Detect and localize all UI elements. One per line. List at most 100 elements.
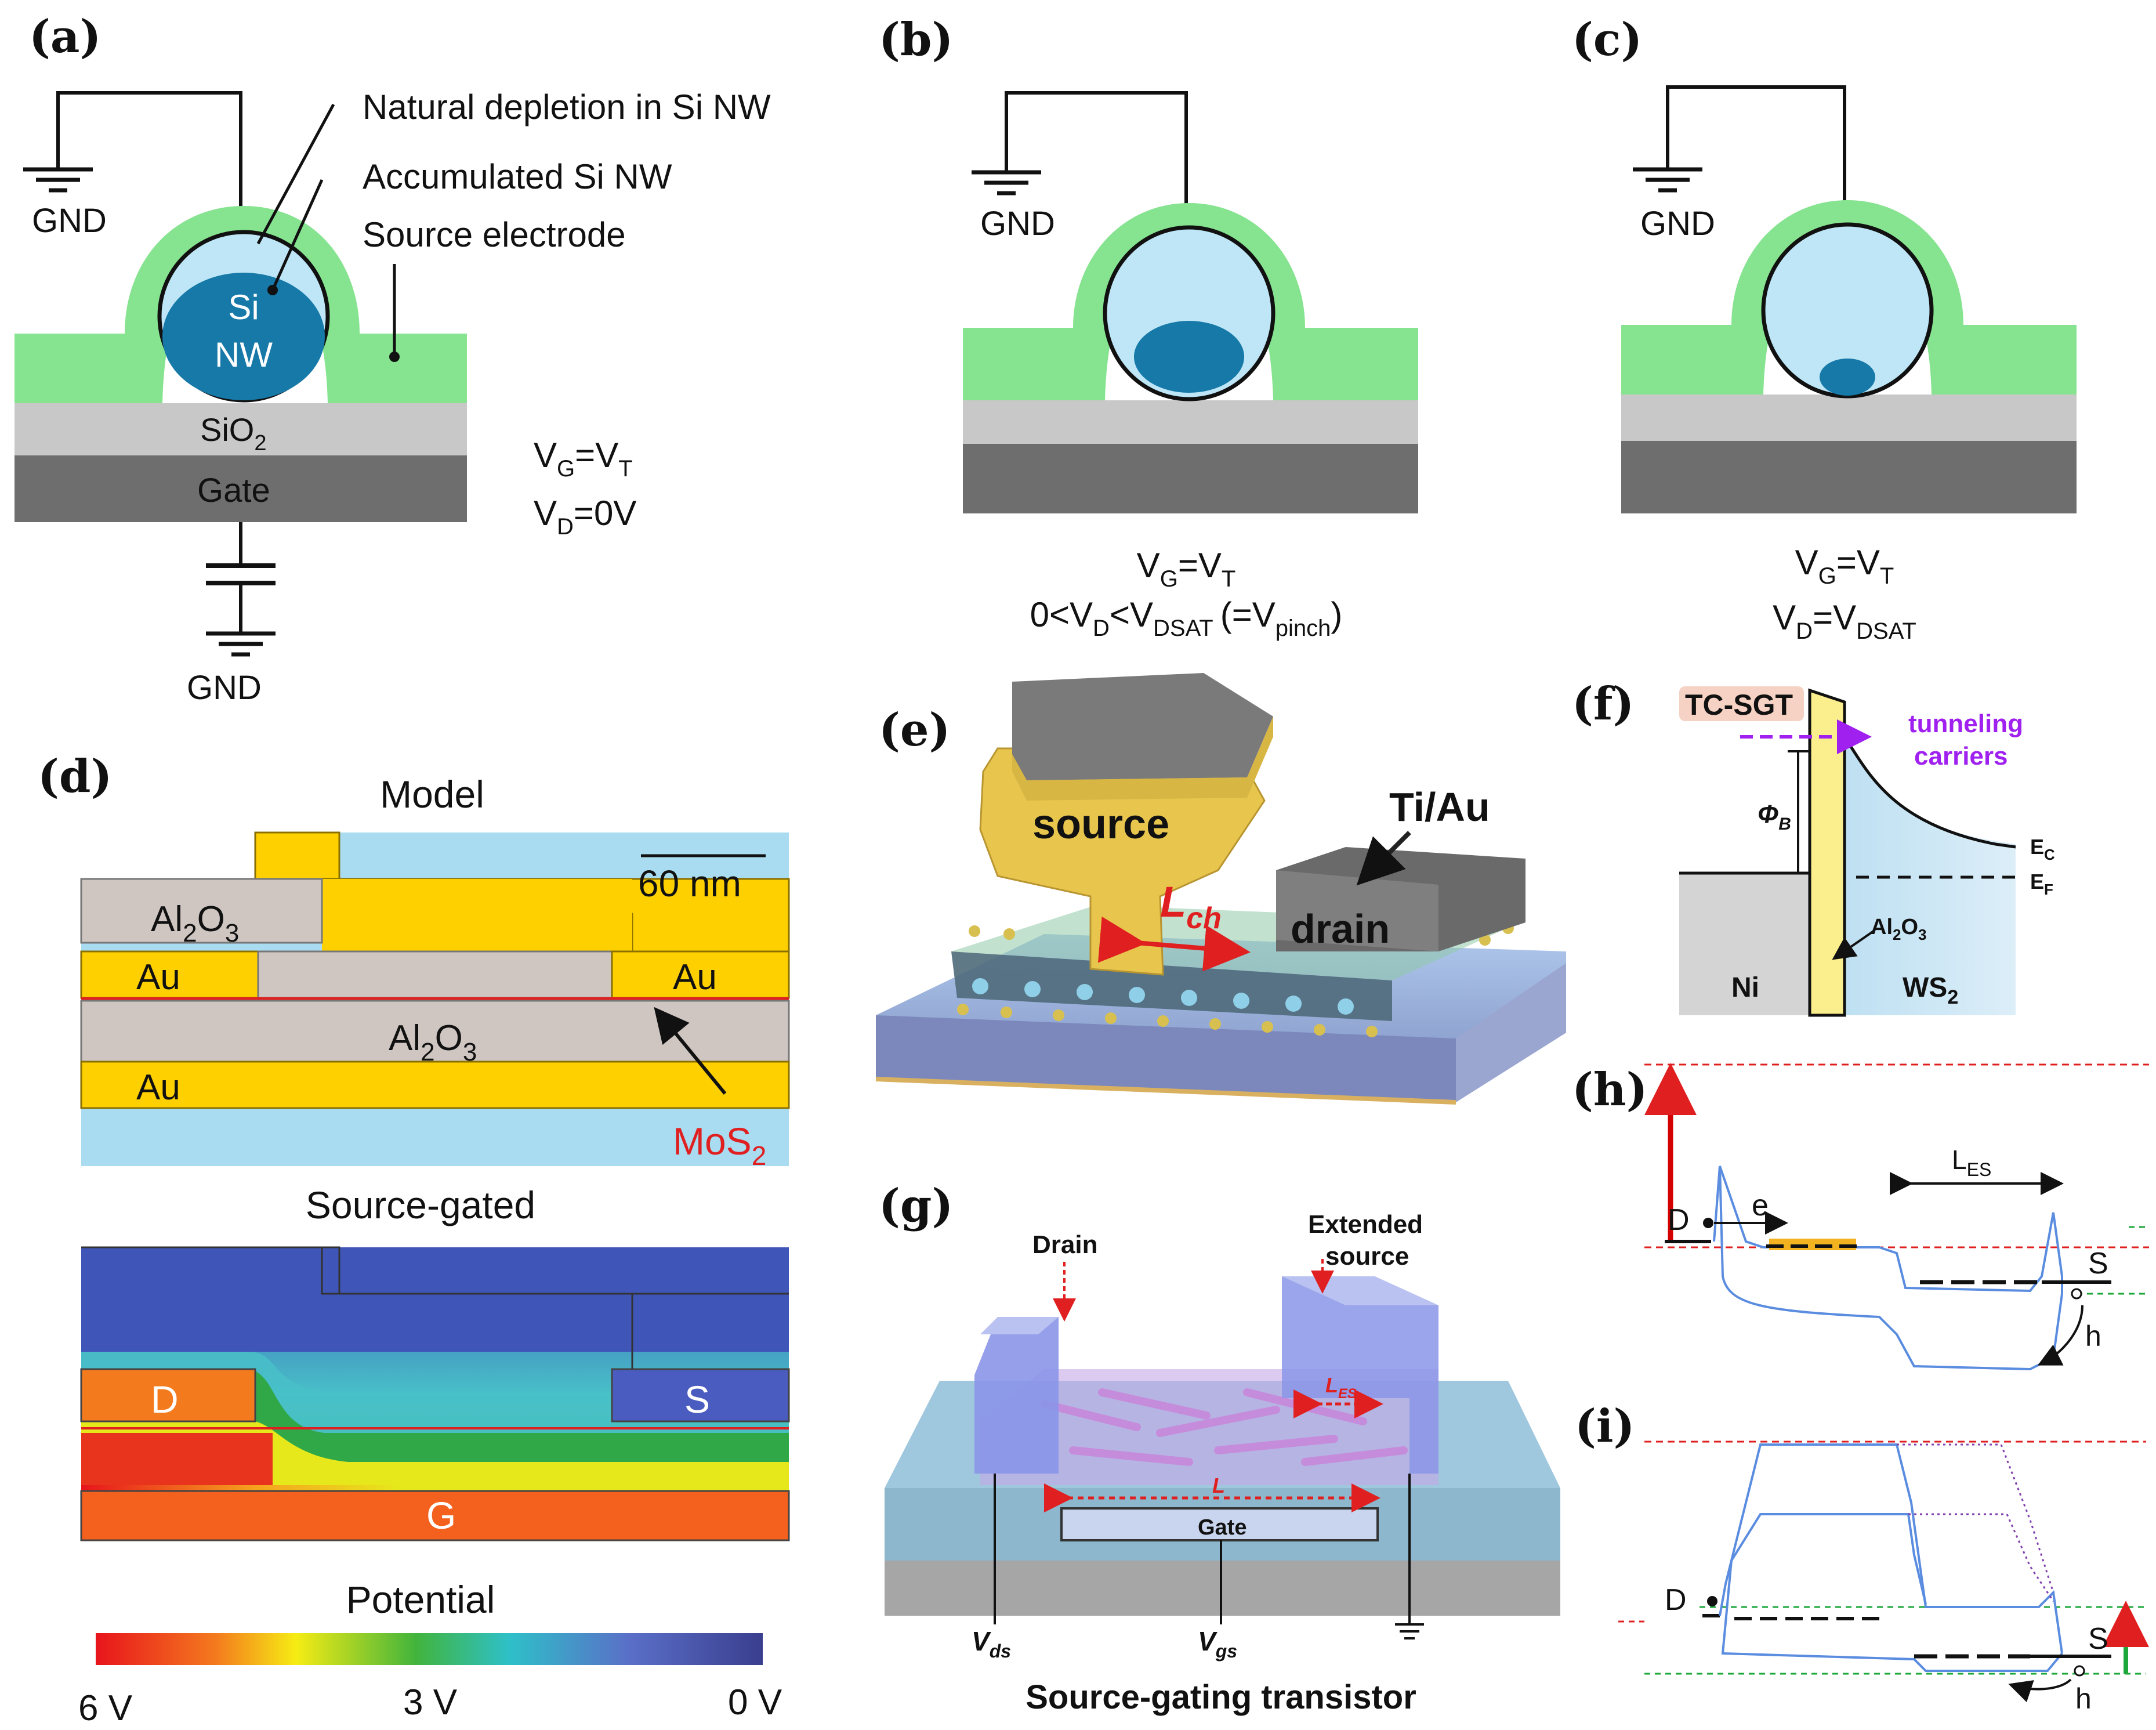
panel-f: (f) TC-SGT tunneling carriers ΦB EC EF A… [1572, 678, 2055, 1017]
channel-length-label: Lch [1160, 878, 1222, 935]
extended-source-label-2: source [1325, 1242, 1409, 1271]
extended-length-label: LES [1952, 1145, 1991, 1180]
vgs-label: Vgs [1198, 1626, 1237, 1662]
ec-label: EC [2030, 835, 2055, 863]
ti-au-label: Ti/Au [1389, 784, 1490, 830]
ws2-label: WS2 [1903, 972, 1958, 1008]
si-nanowire [1761, 222, 1934, 399]
sim-source-label: S [684, 1378, 710, 1421]
vd-condition: VD=0V [534, 494, 636, 540]
gate-substrate [885, 1561, 1560, 1616]
vd-condition: 0<VD<VDSAT(=Vpinch) [1030, 595, 1343, 641]
al2o3-top-label: Al2O3 [151, 899, 239, 947]
hole-label: h [2085, 1320, 2101, 1352]
source-gated-title: Source-gated [306, 1184, 535, 1226]
sio2-layer [15, 403, 467, 455]
panel-d: (d) Model Al2O3 Au Au Al2O3 Au 60 nm MoS… [38, 750, 790, 1728]
accumulated-region [1820, 359, 1875, 396]
tc-sgt-badge [1679, 686, 1804, 721]
shifted-band-top [1897, 1443, 2054, 1593]
vg-condition: VG=VT [534, 436, 633, 482]
si-nw-label-line2: NW [215, 335, 273, 374]
source-pad-top [1012, 673, 1273, 780]
drain-block [974, 1317, 1059, 1474]
gnd-label-bottom: GND [187, 669, 262, 707]
model-title: Model [380, 773, 484, 816]
ni-region [1679, 873, 1810, 1015]
panel-h: (h) D e LES S h [1572, 1063, 2149, 1371]
accumulated-region [162, 273, 325, 400]
gnd-label: GND [980, 205, 1055, 243]
extended-length-label: LES [1325, 1373, 1357, 1402]
panel-d-label: (d) [38, 750, 112, 803]
scale-bar-label: 60 nm [638, 863, 741, 904]
gate-layer [1621, 441, 2077, 513]
gate-label: Gate [1198, 1515, 1247, 1540]
colorbar-tick-6v: 6 V [78, 1688, 133, 1728]
drain-label: drain [1291, 906, 1390, 951]
electron-label: e [1752, 1189, 1769, 1222]
panel-f-label: (f) [1572, 678, 1634, 730]
panel-i-label: (i) [1575, 1400, 1635, 1453]
tunneling-label: tunneling [1908, 710, 2023, 738]
sio2-label: SiO2 [200, 411, 267, 455]
accumulated-region [1134, 321, 1244, 393]
hole-dot [2074, 1665, 2085, 1677]
ti-au-arrow [1356, 831, 1411, 886]
ground-symbol [1633, 167, 1702, 193]
al2o3-label: Al2O3 [1871, 915, 1927, 943]
gnd-label: GND [1640, 205, 1715, 243]
panel-e-label: (e) [879, 704, 950, 757]
panel-b: (b) GND VG=VT 0<VD<VDSAT(=Vpinch) [879, 13, 1418, 641]
drain-label: Drain [1032, 1230, 1097, 1259]
hole-dot [2071, 1288, 2082, 1300]
panel-i: (i) D S h [1575, 1400, 2149, 1715]
gate-label: Gate [197, 472, 270, 509]
sim-drain-label: D [151, 1378, 179, 1421]
al2o3-top-layer [80, 878, 323, 944]
panel-b-label: (b) [879, 13, 953, 66]
gate-layer [15, 455, 467, 522]
mos2-arrow [654, 1007, 727, 1095]
panel-e: (e) source [875, 673, 1566, 1105]
au-right-label: Au [673, 957, 717, 997]
conduction-band [1719, 1443, 2063, 1654]
panel-a-label: (a) [29, 10, 101, 63]
tc-sgt-label: TC-SGT [1685, 689, 1793, 721]
callout-source: Source electrode [363, 215, 626, 254]
gnd-label-top: GND [32, 202, 107, 240]
extended-source-block [1282, 1276, 1438, 1474]
panel-h-label: (h) [1572, 1063, 1648, 1116]
au-bottom-label: Au [136, 1067, 180, 1108]
sio2-layer [963, 400, 1418, 444]
potential-title: Potential [346, 1578, 495, 1621]
ground-symbol [972, 170, 1041, 196]
ground-symbol-bottom [206, 631, 276, 657]
channel-length-arrow [1097, 916, 1251, 972]
vg-condition: VG=VT [1137, 546, 1236, 592]
electron-dot [1703, 1218, 1713, 1228]
al2o3-barrier [1808, 688, 1846, 1017]
vds-label: Vds [972, 1626, 1011, 1662]
si-nw-label-line1: Si [228, 288, 259, 327]
drain-label: D [1665, 1583, 1687, 1617]
valence-band [1730, 1513, 1927, 1605]
panel-c-label: (c) [1572, 13, 1642, 66]
colorbar-tick-0v: 0 V [728, 1682, 782, 1722]
carriers-label: carriers [1914, 742, 2008, 770]
vg-condition: VG=VT [1795, 543, 1894, 589]
valence-band [1719, 1166, 2063, 1371]
gate-electrode [1060, 1507, 1379, 1541]
au-bottom-layer [80, 1061, 790, 1109]
conduction-band [1713, 1166, 2063, 1294]
gate-layer [963, 444, 1418, 513]
wire-to-ground [56, 91, 242, 229]
al2o3-mid-label: Al2O3 [389, 1018, 477, 1066]
sim-gate-label: G [426, 1494, 456, 1537]
electron-dot [1707, 1596, 1717, 1606]
barrier-height-label: ΦB [1758, 800, 1791, 834]
channel-length-label: L [1212, 1474, 1225, 1497]
vd-condition: VD=VDSAT [1773, 598, 1916, 644]
panel-g-label: (g) [879, 1179, 953, 1232]
